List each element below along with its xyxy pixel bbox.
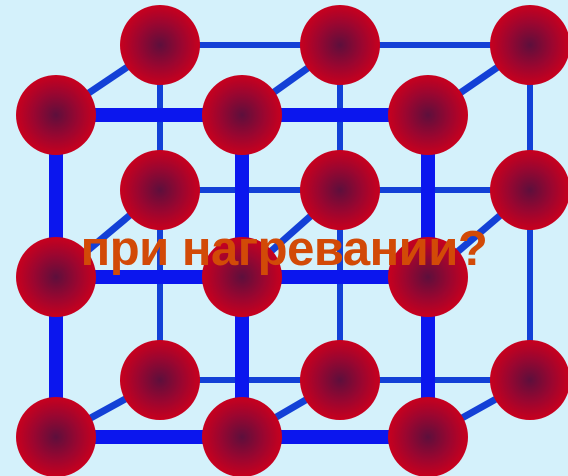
back-atom (300, 150, 380, 230)
caption-text: при нагревании? (80, 222, 488, 276)
back-atom (300, 5, 380, 85)
front-atoms (16, 75, 468, 476)
back-atom (490, 5, 568, 85)
front-atom (388, 75, 468, 155)
front-atom (16, 397, 96, 476)
back-atoms (120, 5, 568, 420)
back-atom (120, 5, 200, 85)
front-atom (202, 237, 282, 317)
back-atom (120, 340, 200, 420)
front-atom (16, 75, 96, 155)
back-atom (490, 150, 568, 230)
front-atom (388, 397, 468, 476)
front-atom (202, 75, 282, 155)
front-atom (16, 237, 96, 317)
back-atom (300, 340, 380, 420)
back-atom (490, 340, 568, 420)
back-atom (120, 150, 200, 230)
front-atom (388, 237, 468, 317)
front-atom (202, 397, 282, 476)
